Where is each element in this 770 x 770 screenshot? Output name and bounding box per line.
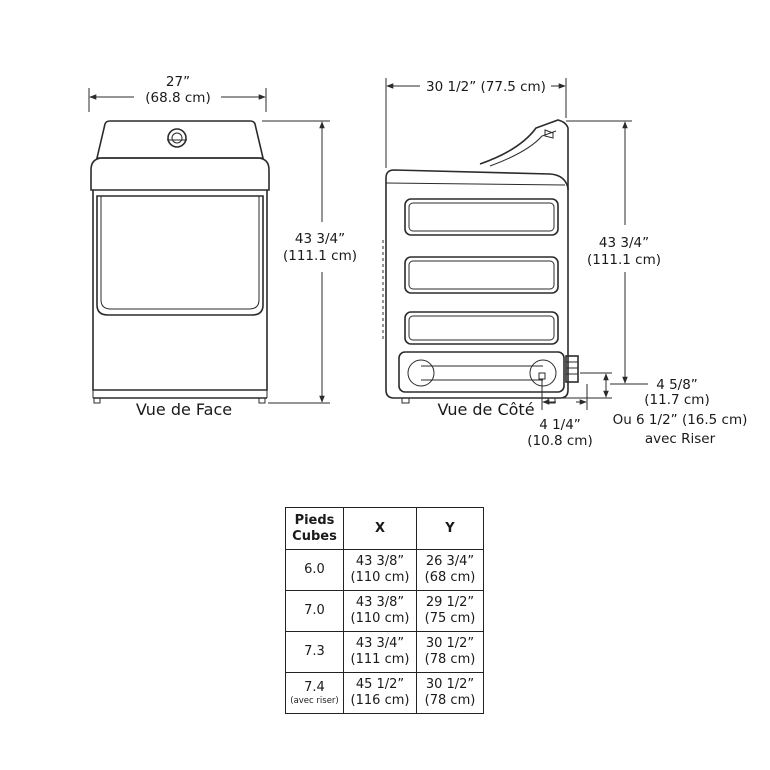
side-foot-left <box>401 397 410 404</box>
cell-x: 45 1/2”(116 cm) <box>343 672 417 714</box>
cell-x: 43 3/4”(111 cm) <box>343 631 417 673</box>
side-height-inches: 43 3/4” <box>599 235 649 251</box>
side-panel-2 <box>404 256 559 294</box>
table-row: 7.3 43 3/4”(111 cm) 30 1/2”(78 cm) <box>285 631 484 673</box>
exhaust-duct-icon <box>565 355 579 383</box>
cell-size: 6.0 <box>285 549 344 591</box>
table-row: 7.4(avec riser) 45 1/2”(116 cm) 30 1/2”(… <box>285 672 484 714</box>
cell-y: 26 3/4”(68 cm) <box>416 549 484 591</box>
side-panel-1 <box>404 198 559 236</box>
side-depth: 30 1/2” (77.5 cm) <box>426 79 546 95</box>
header-cubic-feet: Pieds Cubes <box>285 507 344 550</box>
front-foot-right <box>258 397 266 404</box>
side-view: 30 1/2” (77.5 cm) 43 3/4” (111.1 cm) 4 5… <box>382 78 748 449</box>
pedestal-cm: (11.7 cm) <box>644 392 709 408</box>
cell-x: 43 3/8”(110 cm) <box>343 590 417 632</box>
vent-right-icon <box>529 359 557 387</box>
side-view-caption: Vue de Côté <box>437 400 534 419</box>
capacity-dimensions-table: Pieds Cubes X Y 6.0 43 3/8”(110 cm) 26 3… <box>285 507 484 714</box>
cell-y: 30 1/2”(78 cm) <box>416 631 484 673</box>
front-view-caption: Vue de Face <box>136 400 232 419</box>
front-height-cm: (111.1 cm) <box>283 248 357 264</box>
cell-size: 7.3 <box>285 631 344 673</box>
cell-y: 29 1/2”(75 cm) <box>416 590 484 632</box>
duct-offset-cm: (10.8 cm) <box>527 433 592 449</box>
table-row: 7.0 43 3/8”(110 cm) 29 1/2”(75 cm) <box>285 590 484 632</box>
side-height-cm: (111.1 cm) <box>587 252 661 268</box>
cell-size: 7.4(avec riser) <box>285 672 344 714</box>
vent-left-icon <box>407 359 435 387</box>
table-row: 6.0 43 3/8”(110 cm) 26 3/4”(68 cm) <box>285 549 484 591</box>
front-width-cm: (68.8 cm) <box>145 90 210 106</box>
riser-note-small: (avec riser) <box>290 695 339 706</box>
front-foot-left <box>93 397 101 404</box>
cell-x: 43 3/8”(110 cm) <box>343 549 417 591</box>
duct-offset-inches: 4 1/4” <box>539 417 581 433</box>
side-panel-3 <box>404 311 559 345</box>
riser-note: avec Riser <box>645 431 716 447</box>
cell-y: 30 1/2”(78 cm) <box>416 672 484 714</box>
cell-size: 7.0 <box>285 590 344 632</box>
front-width-inches: 27” <box>166 74 190 90</box>
dial-knob-icon <box>167 128 187 148</box>
side-base-panel <box>398 351 565 393</box>
pedestal-inches: 4 5/8” <box>656 377 698 393</box>
table-header-row: Pieds Cubes X Y <box>285 507 484 550</box>
header-x: X <box>343 507 417 550</box>
front-height-inches: 43 3/4” <box>295 231 345 247</box>
riser-height: Ou 6 1/2” (16.5 cm) <box>613 412 748 428</box>
header-y: Y <box>416 507 484 550</box>
front-view: 27” (68.8 cm) 43 3/4” (111.1 cm) Vue de … <box>88 74 357 419</box>
